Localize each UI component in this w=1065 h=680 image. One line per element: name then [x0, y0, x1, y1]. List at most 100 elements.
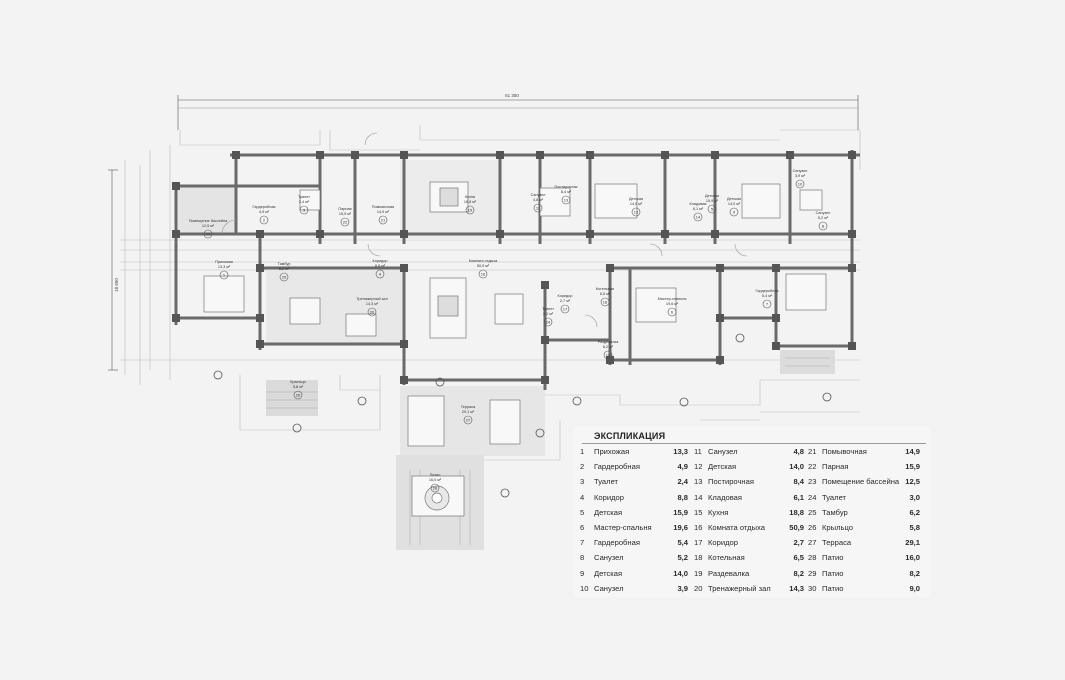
explication-row-area: 8,2	[793, 568, 804, 578]
explication-row-name: Туалет	[594, 477, 619, 487]
room-name: Гардеробная	[756, 289, 779, 293]
room-area: 50,9 м²	[477, 264, 490, 268]
room-number-circle	[818, 221, 828, 231]
explication-row-number: 15	[694, 507, 703, 517]
room-number-circle	[375, 269, 385, 279]
room-number-circle	[693, 212, 703, 222]
room-area: 6,2 м²	[279, 267, 290, 271]
room-number: 13	[564, 198, 569, 203]
explication-row-name: Коридор	[708, 538, 738, 548]
explication-row-name: Терраса	[822, 538, 852, 548]
room-area: 4,9 м²	[259, 210, 270, 214]
explication-row-number: 17	[694, 538, 703, 548]
explication-row-name: Помещение бассейна	[822, 477, 900, 487]
explication-divider	[582, 443, 926, 444]
explication-row-number: 13	[694, 477, 703, 487]
explication-row-name: Крыльцо	[822, 523, 853, 532]
explication-row-number: 6	[580, 523, 585, 532]
room-number-circle	[762, 299, 772, 309]
overall-dimension: 61 350	[505, 93, 519, 98]
room-area: 8,4 м²	[561, 190, 572, 194]
room-number-circle	[340, 217, 350, 227]
room-number-circle	[203, 229, 213, 239]
room-number-circle	[465, 205, 475, 215]
explication-row-area: 16,0	[905, 553, 920, 563]
room-number: 4	[379, 272, 382, 277]
room-number: 5	[711, 207, 714, 212]
explication-row-number: 1	[580, 447, 585, 456]
room-number: 21	[381, 218, 386, 223]
explication-row-name: Санузел	[708, 447, 738, 456]
room-name: Крыльцо	[290, 380, 306, 384]
door-swings	[221, 132, 748, 328]
room-number: 11	[536, 206, 541, 211]
room-area: 4,8 м²	[533, 198, 544, 202]
room-number-circle	[707, 204, 717, 214]
explication-row-name: Мастер-спальня	[594, 523, 652, 532]
room-number-circle	[603, 350, 613, 360]
room-number: 28	[433, 486, 438, 491]
room-number: 7	[766, 302, 769, 307]
explication-row-name: Прихожая	[594, 447, 630, 456]
room-name: Терраса	[461, 405, 476, 409]
room-number-circle	[293, 390, 303, 400]
room-number: 3	[303, 208, 306, 213]
explication-row-number: 12	[694, 462, 703, 472]
explication-row-name: Тамбур	[822, 507, 848, 517]
room-name: Туалет	[298, 195, 310, 199]
explication-row-name: Детская	[708, 462, 737, 472]
explication-row-number: 8	[580, 553, 585, 563]
room-area: 8,8 м²	[375, 264, 386, 268]
room-name: Кладовая	[689, 202, 706, 206]
room-number: 17	[563, 307, 568, 312]
explication-row-name: Детская	[594, 507, 623, 517]
room-area: 13,3 м²	[218, 265, 231, 269]
room-area: 16,0 м²	[429, 478, 442, 482]
explication-row-number: 2	[580, 462, 585, 472]
room-area: 15,9 м²	[339, 212, 352, 216]
room-number-circle	[795, 179, 805, 189]
room-number-circle	[543, 317, 553, 327]
room-name: Патио	[430, 473, 441, 477]
explication-row-name: Санузел	[594, 553, 624, 563]
explication-row-area: 18,8	[789, 507, 804, 517]
room-area: 2,4 м²	[299, 200, 310, 204]
explication-row-number: 26	[808, 523, 817, 532]
room-name: Котельная	[596, 287, 614, 291]
room-area: 12,5 м²	[202, 224, 215, 228]
explication-row-number: 14	[694, 492, 703, 502]
room-number-circle	[279, 272, 289, 282]
explication-row-name: Помывочная	[822, 447, 867, 456]
room-area: 3,0 м²	[543, 312, 554, 316]
room-number: 2	[263, 218, 266, 223]
explication-row-name: Коридор	[594, 492, 624, 502]
room-name: Раздевалка	[598, 340, 620, 344]
explication-row-area: 3,0	[909, 492, 920, 502]
explication-row-number: 18	[694, 553, 703, 563]
explication-row-area: 12,5	[905, 477, 920, 487]
